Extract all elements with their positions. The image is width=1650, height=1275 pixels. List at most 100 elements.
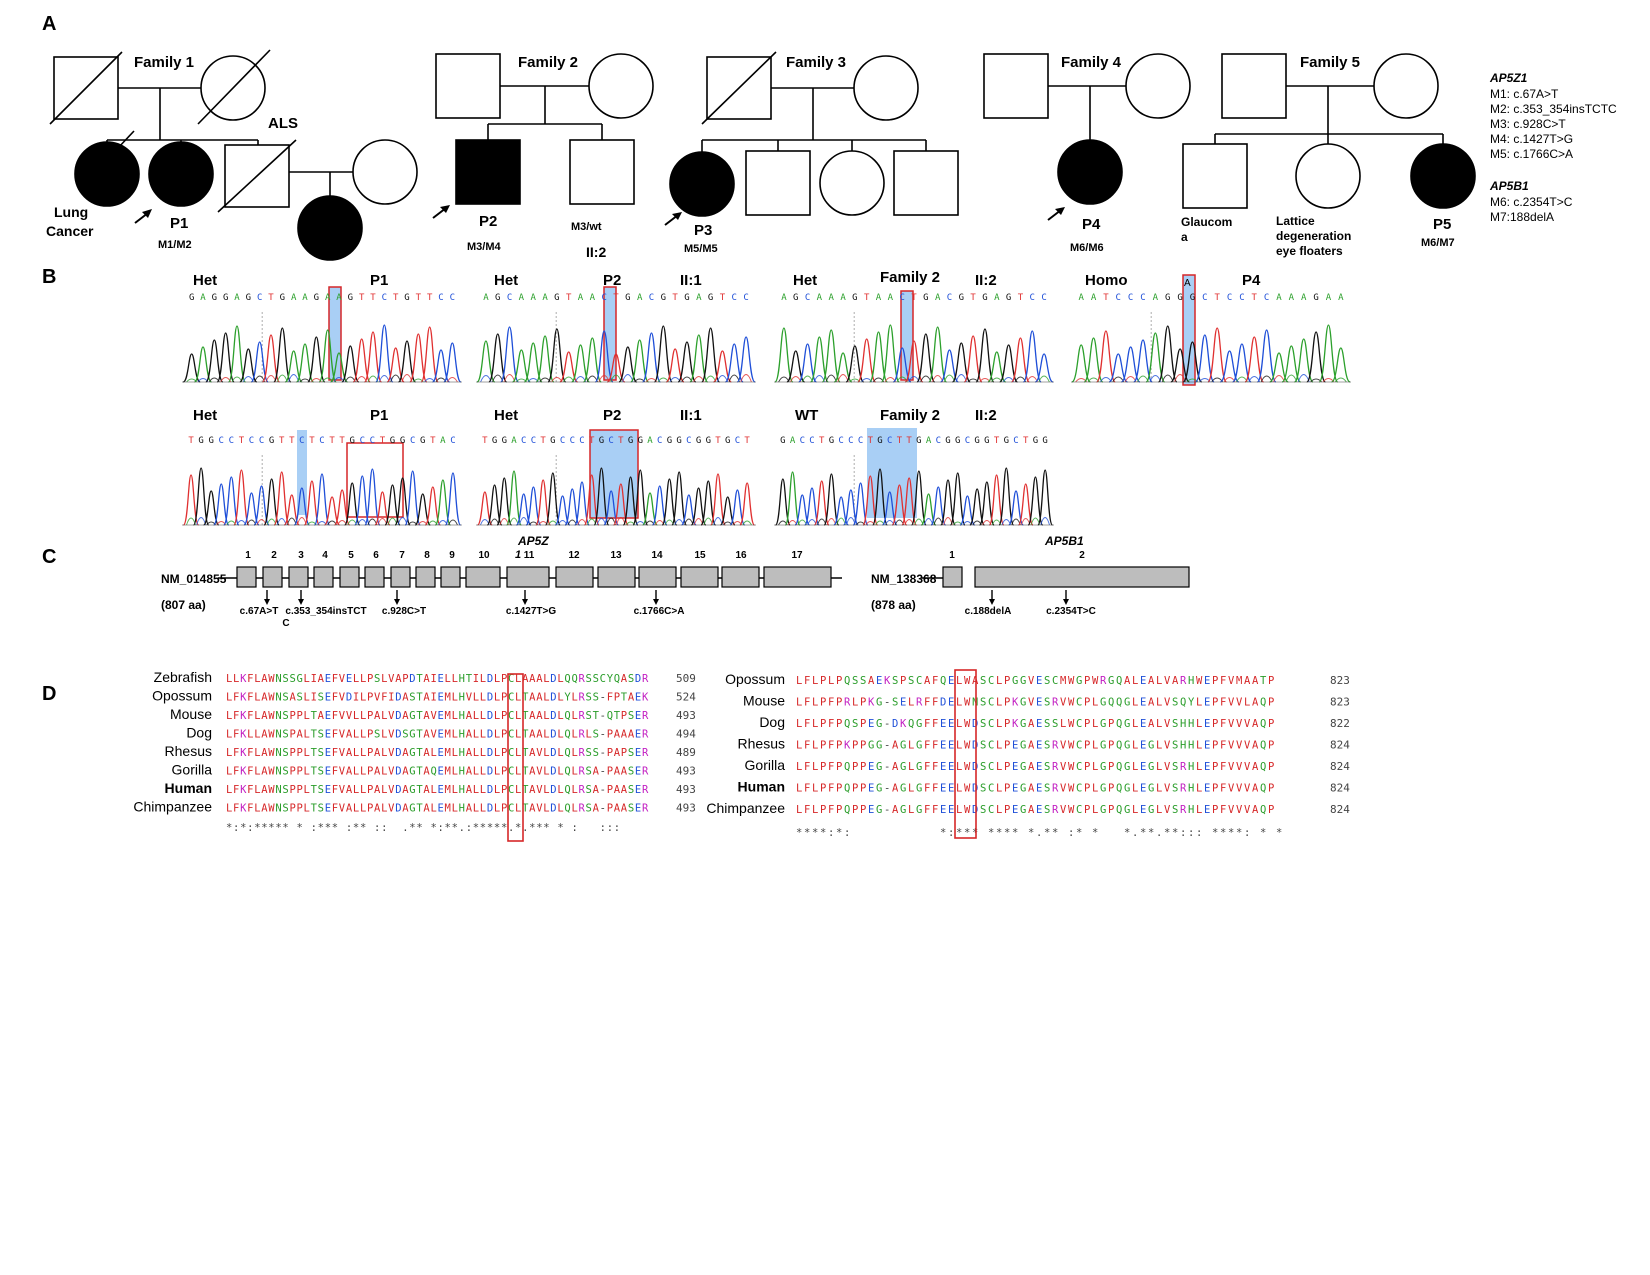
ap5z1-exon: [638, 566, 677, 588]
trace-peak: [284, 350, 303, 383]
base-call: C: [370, 436, 375, 446]
trace-peak: [653, 325, 673, 383]
base-call: G: [280, 293, 285, 303]
trace-peak: [632, 469, 649, 526]
p4-genotype: M6/M6: [1070, 242, 1104, 254]
base-call: G: [625, 293, 630, 303]
base-call: G: [350, 436, 355, 446]
base-call: T: [1103, 293, 1109, 303]
trace-peak: [1145, 332, 1166, 383]
trace-peak: [641, 332, 661, 383]
base-call: G: [661, 293, 666, 303]
base-call: A: [325, 293, 331, 303]
consensus-line: *:*:***** * :*** :** :: .** *:**.:*****.…: [226, 822, 620, 834]
trace-peak: [1194, 334, 1215, 383]
ap5z1-exon: [440, 566, 461, 588]
trace-peak: [506, 470, 522, 526]
trace-peak: [554, 495, 571, 526]
trace2-status: Het: [494, 272, 518, 289]
highlight-boxes: [297, 274, 1196, 519]
trace-peak: [434, 479, 452, 526]
base-call: C: [858, 436, 863, 446]
base-call: C: [531, 436, 536, 446]
trace-peak: [544, 472, 561, 526]
trace-peak: [525, 486, 542, 526]
base-call: C: [410, 436, 415, 446]
base-call: A: [888, 293, 894, 303]
panel-label-d: D: [42, 683, 56, 705]
sibling-genotype: M3/wt: [571, 221, 602, 233]
trace-peak: [671, 471, 688, 526]
aligned-sequence: LLKFLAWNSSGLIAEFVELLPSLVAPDTAIELLHTILDLP…: [226, 673, 649, 685]
base-call: A: [1289, 293, 1295, 303]
base-call: C: [438, 293, 443, 303]
base-call: G: [955, 436, 960, 446]
trace3-sample: Family 2: [880, 269, 940, 286]
p2-genotype: M3/M4: [467, 241, 502, 253]
trace-peak: [364, 468, 381, 526]
trace-peak: [303, 480, 321, 526]
trace-peak: [862, 475, 879, 526]
trace-peak: [559, 351, 578, 383]
trace-peak: [736, 336, 756, 383]
base-call: T: [994, 436, 1000, 446]
trace-peak: [409, 333, 428, 383]
base-call: C: [450, 436, 455, 446]
trace-peak: [307, 336, 326, 383]
trace-peak: [1083, 337, 1104, 383]
aligned-sequence: LFKFLAWNSPPLTSEFVALLPALVDAGTALEMLHALLDLP…: [226, 747, 649, 759]
base-call: G: [638, 436, 643, 446]
legend-m1: M1: c.67A>T: [1490, 87, 1559, 101]
trace-peak: [784, 471, 801, 526]
base-call: T: [1018, 293, 1024, 303]
base-call: C: [735, 436, 740, 446]
sequence-position: 524: [676, 691, 696, 704]
base-call: T: [911, 293, 917, 303]
species-label: Mouse: [743, 693, 785, 709]
base-call: C: [1239, 293, 1244, 303]
trace-peak: [729, 489, 746, 526]
trace-peak: [182, 474, 200, 526]
trace-peak: [852, 482, 869, 526]
trace-peak: [774, 478, 791, 526]
trace4-sample: P4: [1242, 272, 1261, 289]
trace-peak: [978, 481, 995, 526]
base-call: G: [982, 293, 987, 303]
base-call: G: [923, 293, 928, 303]
base-call: C: [947, 293, 952, 303]
trace-peak: [424, 486, 442, 526]
trace-background-peak: [1038, 375, 1050, 383]
trace-peak: [1022, 330, 1042, 383]
ap5z1-exon-number: 11: [524, 550, 535, 561]
base-call: C: [521, 436, 526, 446]
legend-m5: M5: c.1766C>A: [1490, 147, 1573, 161]
trace-peak: [786, 350, 805, 383]
trace-peak: [535, 335, 555, 383]
ap5b1-length: (878 aa): [871, 598, 916, 612]
trace-peak: [397, 340, 417, 383]
trace5-status: Het: [193, 407, 217, 424]
base-call: C: [1116, 293, 1121, 303]
base-call: T: [1252, 293, 1258, 303]
als-label: ALS: [268, 115, 298, 132]
family-4-pedigree: [983, 53, 1191, 221]
trace-peak: [239, 348, 258, 383]
trace-peak: [701, 327, 721, 383]
trace-peak: [193, 346, 213, 383]
trace-peak: [547, 328, 567, 383]
trace-peak: [394, 477, 411, 526]
base-call: A: [637, 293, 643, 303]
trace-peak: [928, 326, 948, 383]
base-call: T: [618, 436, 624, 446]
base-call: A: [336, 293, 342, 303]
base-call: T: [864, 293, 870, 303]
trace3-extra: II:2: [975, 272, 997, 289]
sequence-position: 822: [1330, 717, 1350, 730]
species-label: Dog: [759, 714, 785, 730]
trace-peak: [313, 473, 331, 526]
lattice-label-3: eye floaters: [1276, 244, 1343, 258]
base-call: C: [838, 436, 843, 446]
chromatogram-panel: Het P1 Het P2 II:1 Het Family 2 II:2 Hom…: [182, 269, 1351, 526]
trace-peak: [486, 484, 503, 526]
